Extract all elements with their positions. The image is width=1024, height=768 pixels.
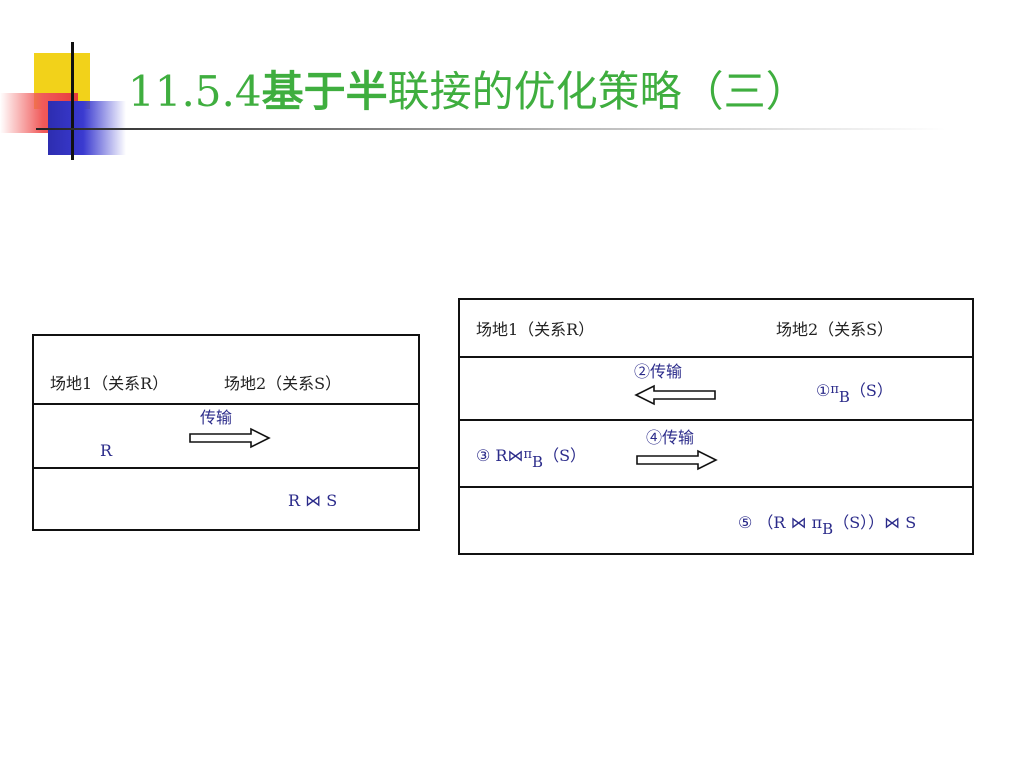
left-diagram: 场地1（关系R） 场地2（关系S） 传输 R R ⋈ S (32, 334, 420, 531)
right-step34-row: ④传输 ③ R⋈πB（S） (460, 421, 972, 488)
right-step5-expr: ⑤ （R ⋈ πB（S））⋈ S (738, 513, 916, 539)
slide-title: 11.5.4基于半联接的优化策略（三） (128, 64, 808, 120)
right-step12-row: ②传输 ①πB（S） (460, 358, 972, 421)
right-step3-prefix: ③ R⋈ (476, 446, 524, 465)
title-number: 11.5.4 (128, 67, 262, 116)
right-diagram: 场地1（关系R） 场地2（关系S） ②传输 ①πB（S） ④传输 ③ R⋈πB（… (458, 298, 974, 555)
left-result-row: R ⋈ S (34, 469, 418, 531)
right-site2-label: 场地2（关系S） (776, 320, 894, 339)
right-step5-sub: B (822, 520, 834, 538)
left-header-row: 场地1（关系R） 场地2（关系S） (34, 336, 418, 405)
right-step3-pi: π (523, 447, 533, 462)
left-site2-label: 场地2（关系S） (224, 374, 342, 393)
title-underline (36, 128, 946, 130)
left-transfer-label: 传输 (200, 408, 233, 427)
right-step5-row: ⑤ （R ⋈ πB（S））⋈ S (460, 488, 972, 555)
right-step3-sub: B (532, 453, 544, 471)
right-step2-arrow-icon (634, 384, 716, 406)
left-transfer-arrow-icon (189, 427, 271, 449)
right-step1-pi: π (830, 382, 839, 397)
right-header-row: 场地1（关系R） 场地2（关系S） (460, 300, 972, 358)
right-step5-suffix: （S））⋈ S (833, 513, 917, 532)
right-site1-label: 场地1（关系R） (476, 320, 595, 339)
right-step5-prefix: ⑤ （R ⋈ π (738, 513, 823, 532)
right-step1-sub: B (838, 388, 850, 406)
title-rest: 联接的优化策略（三） (387, 67, 808, 116)
right-step3-suffix: （S） (543, 446, 587, 465)
left-join-result: R ⋈ S (288, 491, 338, 510)
right-step4-arrow-icon (636, 449, 718, 471)
right-step1-prefix: ① (816, 381, 831, 400)
right-step1-expr: ①πB（S） (816, 380, 893, 407)
right-step3-expr: ③ R⋈πB（S） (476, 445, 586, 472)
left-transfer-row: 传输 R (34, 405, 418, 469)
left-site1-label: 场地1（关系R） (50, 374, 169, 393)
left-r-label: R (100, 441, 113, 460)
title-bold: 基于半 (261, 67, 388, 116)
right-step1-suffix: （S） (849, 381, 893, 400)
right-step4-label: ④传输 (646, 428, 695, 447)
right-step2-label: ②传输 (634, 362, 683, 381)
decor-vertical-line (71, 42, 74, 160)
